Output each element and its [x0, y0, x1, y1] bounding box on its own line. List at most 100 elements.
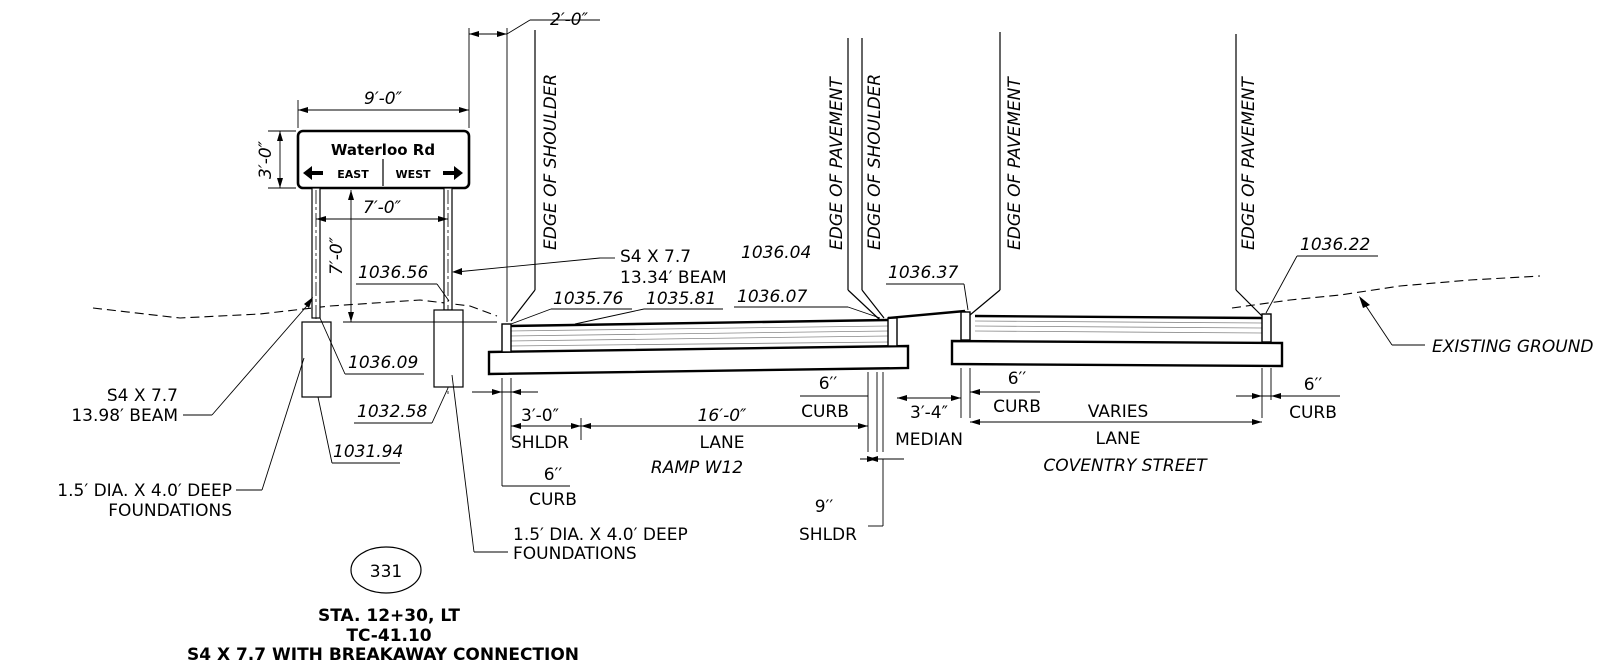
coventry-street-label: COVENTRY STREET [1043, 456, 1208, 476]
found-right-label-1: 1.5′ DIA. X 4.0′ DEEP [513, 525, 688, 545]
found-left-label-1: 1.5′ DIA. X 4.0′ DEEP [57, 481, 232, 501]
found-right-label-2: FOUNDATIONS [513, 544, 637, 564]
post-height-arrow-b [348, 312, 354, 322]
curb-6-b-arrow [970, 389, 980, 395]
post-spacing-arrow-l [316, 216, 326, 222]
beam-left-label-2: 13.98′ BEAM [71, 406, 178, 426]
curb-6-d-label: 6′′ [544, 465, 563, 485]
edge-shoulder-2-slant [861, 289, 885, 319]
coventry-curb-right [1261, 313, 1272, 343]
existing-ground-arrow [1359, 296, 1370, 308]
sign-east: EAST [337, 168, 369, 181]
ramp-curb-right [887, 317, 898, 347]
sign-number-ellipse [350, 546, 422, 594]
ramp-pavement-top [508, 318, 889, 328]
sign-width-label: 9′-0″ [364, 89, 403, 109]
edge-pavement-2-slant [969, 289, 1001, 316]
edge-shoulder-1-label: EDGE OF SHOULDER [541, 74, 561, 250]
beam-left-label-1: S4 X 7.7 [107, 386, 178, 406]
median-width-label: 3′-4″ [910, 403, 948, 423]
varies-arrow-r [1252, 419, 1262, 425]
edge-pavement-3-label: EDGE OF PAVEMENT [1239, 76, 1259, 250]
elev-1035-81-leader [574, 308, 645, 325]
coventry-layer-2 [974, 325, 1263, 329]
shldr-9-shldr-label: SHLDR [799, 525, 857, 545]
foundation-left [301, 321, 332, 398]
ramp-base-slab [487, 344, 910, 376]
elev-1032-58: 1032.58 [357, 402, 427, 422]
curb-left-arrow-b [511, 389, 521, 395]
shldr-9-label: 9′′ [815, 497, 834, 517]
elev-1035-76: 1035.76 [553, 289, 623, 309]
beam-right-leader [455, 257, 601, 273]
edge-pavement-3-slant [1235, 289, 1263, 317]
lane-label: LANE [700, 433, 745, 453]
elev-1036-22-leader [1265, 255, 1298, 314]
ramp-layer-4 [508, 341, 889, 347]
coventry-layer-3 [974, 330, 1263, 334]
coventry-base-slab [950, 339, 1284, 368]
curb-b-label: CURB [993, 397, 1041, 417]
beam-right-label-2: 13.34′ BEAM [620, 268, 727, 288]
existing-ground-line [92, 299, 498, 319]
edge-pavement-2-label: EDGE OF PAVEMENT [1005, 76, 1025, 250]
curb-a-label: CURB [801, 402, 849, 422]
edge-shoulder-1-slant [510, 289, 536, 322]
elev-1035-81: 1035.81 [646, 289, 716, 309]
detail-label: TC-41.10 [346, 626, 431, 646]
coventry-lane-label: LANE [1096, 429, 1141, 449]
offset-arrow-l [469, 31, 479, 37]
beam-right-arrow [452, 268, 462, 275]
coventry-curb-left [960, 311, 971, 341]
elev-1035-76-leader [510, 308, 552, 325]
sign-height-arrow-b [277, 178, 283, 188]
shldr-width-label: 3′-0″ [521, 406, 559, 426]
ramp-layer-2 [508, 330, 889, 337]
sign-width-arrow-r [459, 107, 469, 113]
existing-ground-label: EXISTING GROUND [1432, 337, 1594, 357]
offset-arrow-r [497, 31, 507, 37]
lane-arrow-r [858, 423, 868, 429]
lane-width-label: 16′-0″ [698, 406, 747, 426]
offset-label: 2′-0″ [550, 10, 589, 30]
shldr-9-arrow-b [867, 456, 877, 462]
elev-1036-22: 1036.22 [1300, 235, 1370, 255]
edge-pavement-1-label: EDGE OF PAVEMENT [827, 76, 847, 250]
elev-1036-37: 1036.37 [888, 263, 958, 283]
post-spacing-arrow-r [438, 216, 448, 222]
median-label: MEDIAN [895, 430, 963, 450]
existing-ground-line-right [1231, 275, 1541, 309]
elev-1036-07: 1036.07 [737, 287, 807, 307]
post-height-label: 7′-0″ [327, 236, 347, 275]
arrow-left-icon [303, 166, 323, 180]
shldr-label: SHLDR [511, 433, 569, 453]
edge-shoulder-2-label: EDGE OF SHOULDER [865, 74, 885, 250]
ramp-layer-3 [508, 335, 889, 342]
elev-1032-58-leader [431, 387, 449, 424]
ramp-layer-1 [508, 325, 889, 332]
offset-leader [506, 19, 531, 35]
sign-height-label: 3′-0″ [256, 140, 276, 179]
shldr-arrow-r [571, 423, 581, 429]
curb-6-c-arrow-a [1252, 393, 1262, 399]
connection-label: S4 X 7.7 WITH BREAKAWAY CONNECTION [187, 645, 579, 665]
curb-c-label: CURB [1289, 403, 1337, 423]
elev-1036-04: 1036.04 [741, 243, 811, 263]
curb-6-c-arrow-b [1271, 393, 1281, 399]
beam-left-leader [211, 299, 313, 416]
existing-ground-leader [1361, 299, 1393, 346]
sign-height-arrow-t [277, 131, 283, 141]
elev-1036-07-leader [847, 306, 881, 319]
post-spacing-label: 7′-0″ [363, 198, 402, 218]
elev-1031-94-leader [317, 396, 333, 464]
coventry-pavement-top [974, 314, 1263, 320]
sign-legend: Waterloo Rd [331, 141, 435, 159]
found-left-leader [261, 357, 305, 491]
coventry-layer-1 [974, 320, 1263, 324]
ramp-label: RAMP W12 [651, 458, 743, 478]
curb-6-c-label: 6′′ [1304, 375, 1323, 395]
median-arrow-l [897, 395, 907, 401]
shldr-arrow-l [511, 423, 521, 429]
arrow-right-icon [443, 166, 463, 180]
